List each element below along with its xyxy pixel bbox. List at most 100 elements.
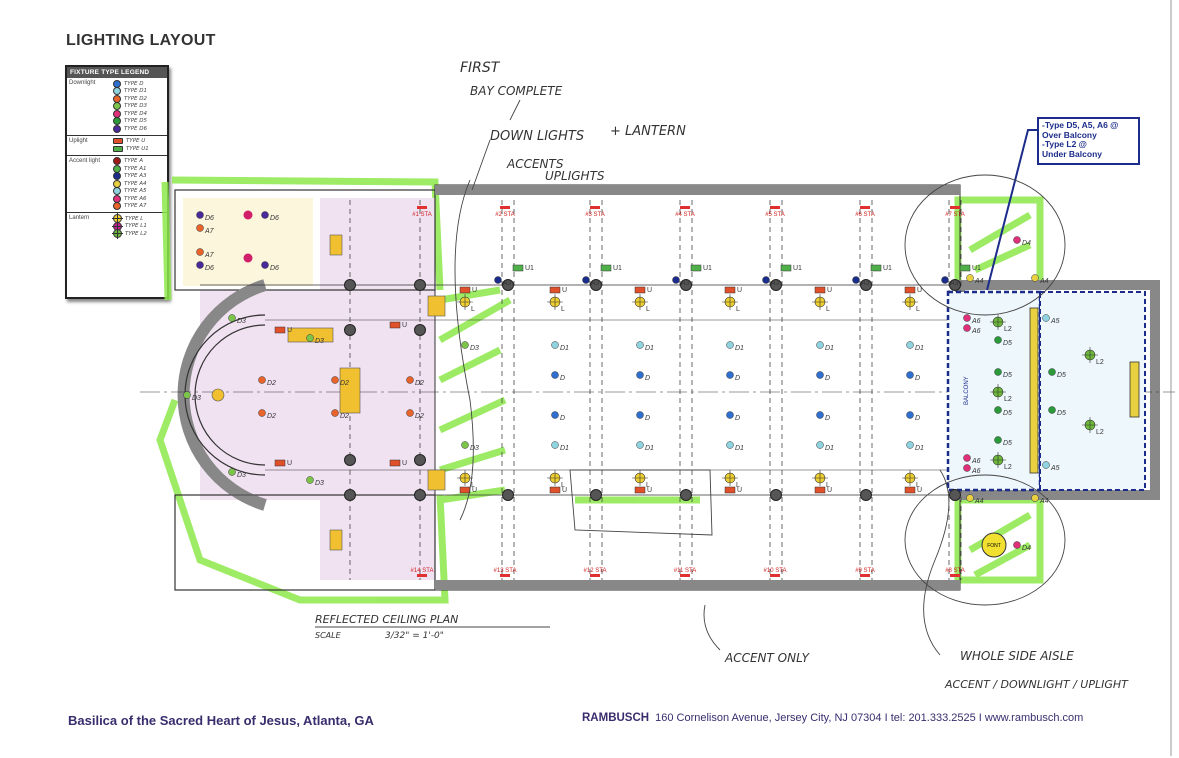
svg-text:U: U (287, 460, 292, 467)
column (414, 454, 426, 466)
svg-text:D: D (560, 375, 565, 382)
fixture-d3: D3 (228, 314, 246, 325)
svg-text:D2: D2 (340, 413, 349, 420)
fixture-a3: A3 (941, 276, 959, 287)
fixture-a4: A4 (1031, 494, 1049, 505)
column (414, 489, 426, 501)
fixture-a4: A4 (966, 274, 984, 285)
svg-text:L: L (826, 306, 830, 313)
svg-text:L: L (736, 306, 740, 313)
svg-text:A6: A6 (971, 318, 981, 325)
station-label: #8 STA (945, 568, 965, 574)
svg-text:L2: L2 (1004, 326, 1012, 333)
callout-line: -Type L2 @ (1042, 139, 1087, 149)
fixture-a3: A3 (762, 276, 780, 287)
svg-text:D: D (915, 375, 920, 382)
station-label: #10 STA (764, 568, 787, 574)
note-lantern: + LANTERN (610, 124, 686, 139)
svg-text:D3: D3 (470, 345, 479, 352)
svg-text:A6: A6 (971, 468, 981, 475)
legend-item-label: TYPE A (124, 158, 144, 165)
svg-text:D5: D5 (1003, 372, 1012, 379)
station-marker (680, 206, 690, 209)
fixture-d1: D1 (636, 441, 654, 452)
lantern-l1 (243, 210, 253, 220)
svg-text:U: U (402, 322, 407, 329)
callout-arrow (986, 129, 1037, 291)
legend-item-label: TYPE A7 (124, 203, 147, 210)
svg-text:L: L (916, 482, 920, 489)
uplight-u: U (549, 286, 567, 294)
svg-text:D3: D3 (470, 445, 479, 452)
uplight-u: U (724, 286, 742, 294)
station-marker (860, 574, 870, 577)
lantern-icon (112, 228, 123, 240)
scale-label: SCALE (315, 631, 342, 640)
lantern-l2: L2 (990, 452, 1012, 471)
fixture-a4: A4 (966, 494, 984, 505)
note-bay-complete: BAY COMPLETE (470, 84, 563, 98)
callout-line: -Type D5, A5, A6 @ (1042, 120, 1119, 130)
fixture-d1: D1 (551, 341, 569, 352)
fixture-d1: D1 (726, 441, 744, 452)
uplight-u: U (459, 286, 477, 294)
svg-text:U: U (827, 487, 832, 494)
fixture-d5: D5 (994, 436, 1012, 447)
fixture-dot-icon (113, 124, 121, 133)
station-marker (417, 574, 427, 577)
station-marker (500, 574, 510, 577)
plan-title: REFLECTED CEILING PLAN (315, 613, 458, 626)
fixture-a7: A7 (196, 224, 215, 235)
station-label: #1 STA (412, 212, 432, 218)
note-accent-only: ACCENT ONLY (724, 651, 811, 665)
legend-item-label: TYPE L2 (125, 230, 147, 237)
fixture-d: D (906, 411, 920, 422)
legend-item-label: TYPE D5 (124, 118, 147, 125)
svg-text:U: U (737, 487, 742, 494)
lantern-l: L (632, 294, 650, 313)
svg-text:U: U (287, 327, 292, 334)
svg-text:U1: U1 (972, 265, 981, 272)
lantern-l: L (902, 294, 920, 313)
svg-text:D1: D1 (825, 445, 834, 452)
svg-text:D2: D2 (267, 413, 276, 420)
svg-text:D6: D6 (270, 265, 279, 272)
svg-text:D5: D5 (1003, 410, 1012, 417)
fixture-d1: D1 (906, 441, 924, 452)
svg-text:U1: U1 (703, 265, 712, 272)
legend-item-label: TYPE A1 (124, 165, 147, 172)
legend-header: FIXTURE TYPE LEGEND (67, 67, 167, 78)
fixture-d6: D6 (196, 261, 214, 272)
balcony-callout: -Type D5, A5, A6 @ Over Balcony -Type L2… (1037, 117, 1140, 165)
uplight-u: U (634, 486, 652, 494)
note-uplights: UPLIGHTS (545, 169, 605, 183)
legend-item: TYPE U1 (113, 145, 165, 153)
station-marker (860, 206, 870, 209)
legend-item-label: TYPE D (124, 80, 144, 87)
legend-item-label: TYPE D2 (124, 95, 147, 102)
svg-text:A7: A7 (204, 228, 215, 235)
svg-text:A3: A3 (949, 280, 959, 287)
fixture-d5: D5 (994, 406, 1012, 417)
station-label: #9 STA (855, 568, 875, 574)
column-grid-lines (349, 200, 962, 580)
fixture-a4: A4 (1031, 274, 1049, 285)
station-marker (590, 574, 600, 577)
fixture-d1: D1 (906, 341, 924, 352)
column (502, 489, 514, 501)
uplight-u: U (814, 486, 832, 494)
svg-text:U: U (562, 487, 567, 494)
svg-text:A3: A3 (860, 280, 870, 287)
legend-section-name: Accent light (69, 157, 101, 164)
svg-text:D3: D3 (315, 480, 324, 487)
column (344, 324, 356, 336)
svg-text:D1: D1 (735, 345, 744, 352)
column (949, 489, 961, 501)
station-label: #11 STA (674, 568, 696, 574)
note-side-types: ACCENT / DOWNLIGHT / UPLIGHT (944, 678, 1129, 691)
fixture-d2: D2 (331, 376, 349, 387)
fixture-d2: D2 (406, 409, 424, 420)
